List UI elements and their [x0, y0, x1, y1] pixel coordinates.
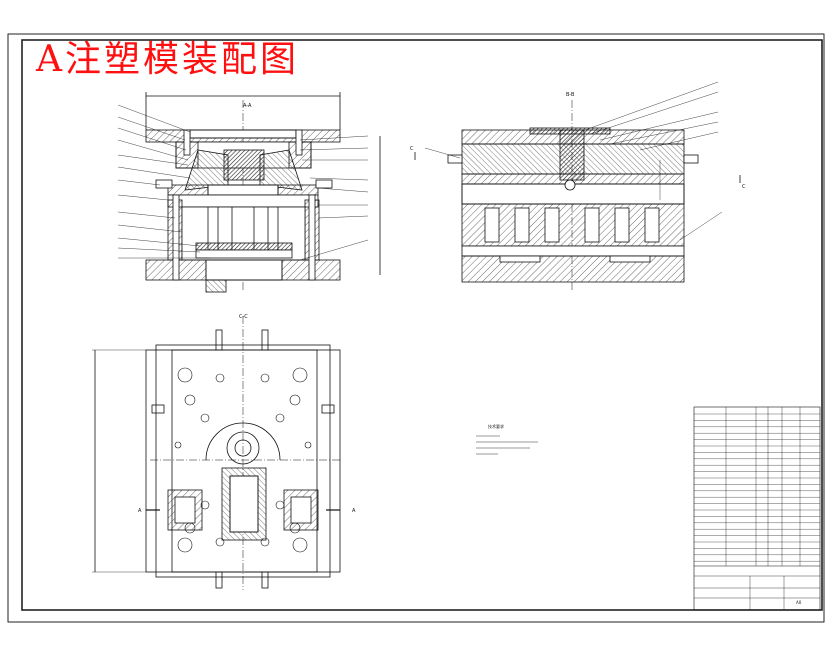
- sheet-size: A0: [796, 600, 802, 605]
- plan-view: C-C: [92, 314, 341, 590]
- notes-title: 技术要求: [488, 423, 504, 429]
- technical-notes: 技术要求: [476, 423, 538, 455]
- front-section-view: A-A: [117, 92, 381, 293]
- side-section-label: B-B: [566, 92, 575, 98]
- inner-frame: [21, 39, 823, 611]
- title-block: [693, 406, 821, 611]
- side-section-view: B-B: [410, 81, 746, 292]
- front-section-label: A-A: [243, 103, 252, 109]
- cut-mark-a-left: A: [138, 508, 142, 514]
- cut-mark-c-left: C: [410, 146, 414, 152]
- cut-mark-a-right: A: [352, 508, 356, 514]
- cut-mark-c-right: C: [742, 184, 746, 190]
- outer-frame: [7, 33, 825, 623]
- drawing-title: A注塑模装配图: [36, 39, 299, 80]
- plan-section-label: C-C: [239, 314, 248, 320]
